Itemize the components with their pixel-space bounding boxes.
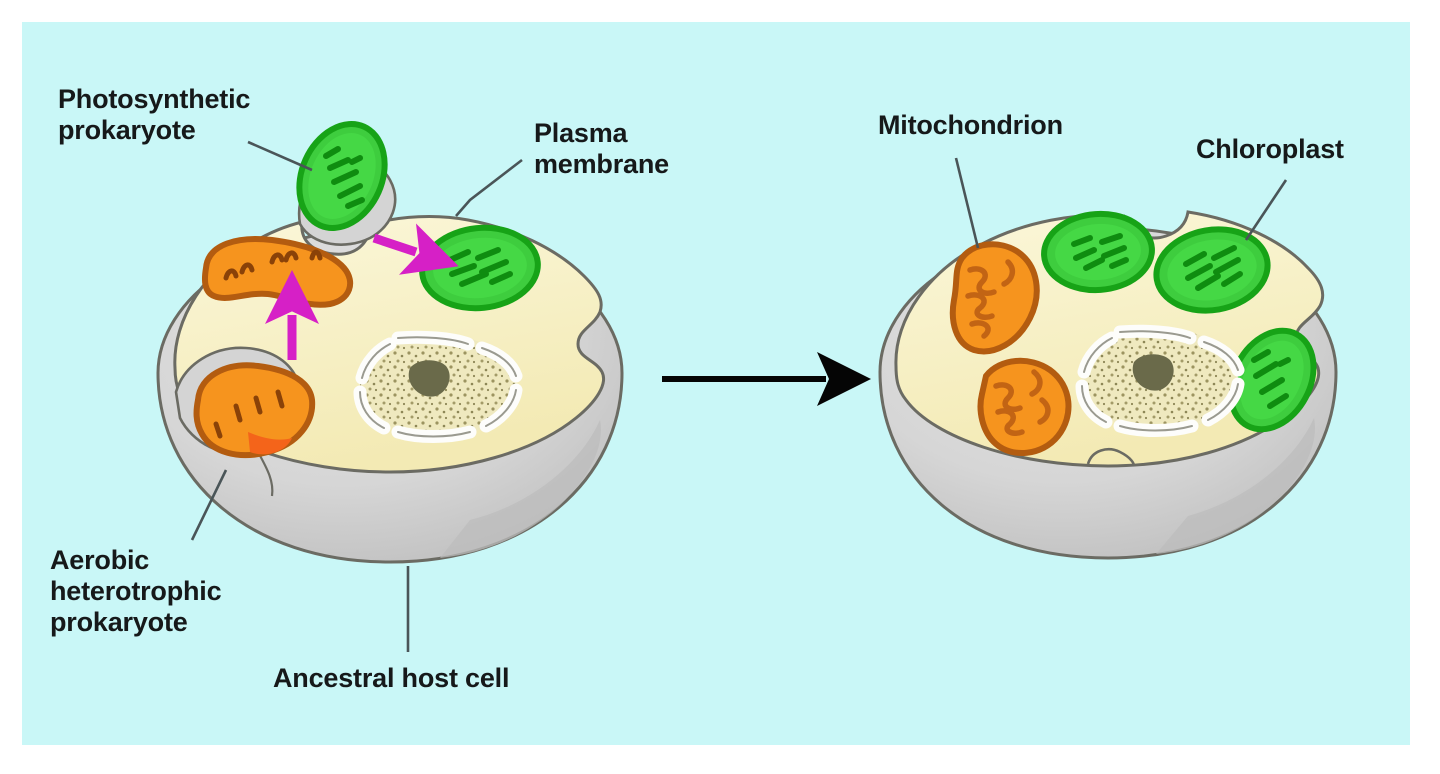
right-mitochondrion-1 — [949, 241, 1040, 355]
left-nucleolus — [408, 360, 450, 397]
right-mitochondrion-2 — [977, 357, 1072, 457]
right-cell — [878, 157, 1338, 560]
right-nucleus — [1075, 324, 1245, 437]
aerobic-heterotrophic-prokaryote — [193, 362, 316, 459]
left-cell-shell-shadow — [440, 420, 601, 558]
leader-photosynthetic — [247, 140, 313, 172]
right-nucleolus — [1132, 354, 1174, 391]
right-chloroplast-2 — [1153, 226, 1271, 314]
right-chloroplast-3 — [1227, 327, 1317, 433]
right-cytoplasm-notch — [1086, 448, 1136, 467]
right-cell-shell-shadow — [1156, 418, 1315, 554]
left-nucleus — [353, 330, 523, 443]
right-chloroplast-1 — [1041, 210, 1155, 294]
leader-aerobic — [190, 469, 228, 541]
label-aerobic-heterotrophic-prokaryote: Aerobic heterotrophic prokaryote — [50, 545, 222, 637]
label-ancestral-host-cell: Ancestral host cell — [273, 663, 510, 693]
leader-plasma-membrane — [455, 158, 523, 217]
label-plasma-membrane: Plasma membrane — [534, 118, 669, 179]
label-mitochondrion: Mitochondrion — [878, 110, 1063, 140]
engulf-arrow-chloroplast — [372, 223, 459, 275]
label-photosynthetic-prokaryote: Photosynthetic prokaryote — [58, 84, 251, 145]
left-cell — [156, 121, 624, 652]
leader-mitochondrion — [954, 157, 980, 249]
photosynthetic-prokaryote — [296, 121, 388, 231]
label-chloroplast: Chloroplast — [1196, 134, 1344, 164]
leader-chloroplast — [1244, 179, 1288, 241]
